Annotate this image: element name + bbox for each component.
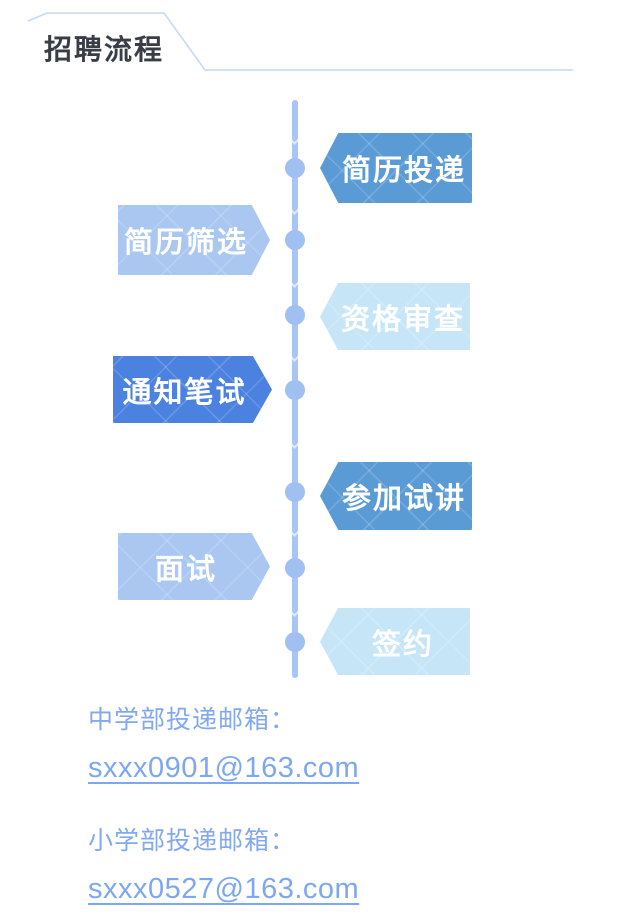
flow-step-resume-screen: 简历筛选 [118,205,270,275]
timeline-node [285,305,305,325]
timeline-node [285,482,305,502]
timeline-chevron-icon [288,604,301,617]
timeline-node [285,632,305,652]
flow-step-label: 参加试讲 [341,483,466,515]
flow-step-label: 面试 [154,553,217,586]
flow-step-written-test-notice: 通知笔试 [113,356,272,423]
flow-step-sign-contract: 签约 [320,608,470,675]
primary-school-mailbox-label: 小学部投递邮箱： [88,827,297,855]
flow-step-trial-lecture: 参加试讲 [320,462,472,530]
flow-step-label: 简历投递 [341,155,466,187]
timeline-node [285,380,305,400]
flow-step-label: 通知笔试 [122,376,247,409]
timeline-chevron-icon [288,202,301,215]
contact-section: 中学部投递邮箱： sxxx0901@163.com 小学部投递邮箱： sxxx0… [88,700,359,920]
flow-step-resume-submit: 简历投递 [320,133,472,203]
timeline-chevron-icon [288,275,301,288]
timeline-chevron-icon [288,436,301,449]
middle-school-mailbox-label: 中学部投递邮箱： [88,706,297,734]
timeline-node [285,230,305,250]
flow-step-interview: 面试 [118,533,270,600]
header-border-line [27,12,573,71]
page-title: 招聘流程 [44,34,165,65]
flow-step-label: 简历筛选 [123,227,248,259]
flow-step-qualification-review: 资格审查 [320,283,470,350]
middle-school-email-link[interactable]: sxxx0901@163.com [88,752,360,784]
flow-step-label: 资格审查 [340,303,465,336]
timeline-node [285,158,305,178]
flow-step-label: 签约 [371,628,434,661]
timeline-chevron-icon [288,524,301,537]
timeline-node [285,558,305,578]
timeline-chevron-icon [288,349,301,362]
primary-school-email-link[interactable]: sxxx0527@163.com [88,873,360,905]
timeline-chevron-icon [288,132,301,145]
